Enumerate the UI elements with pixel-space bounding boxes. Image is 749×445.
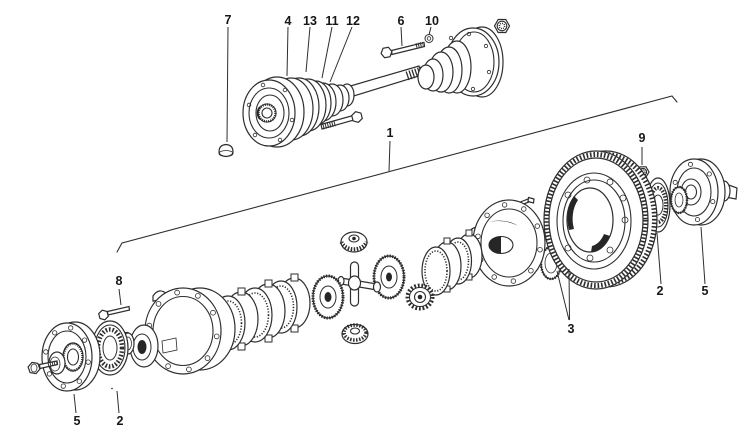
ring-gear (543, 150, 658, 290)
part-label-13: 13 (303, 14, 317, 28)
leader-11 (321, 26, 333, 79)
cv-bolt (380, 41, 426, 59)
part-label-2-right: 2 (657, 284, 664, 298)
leader-1 (388, 140, 391, 172)
differential-assembly (27, 150, 738, 392)
part-label-5-left: 5 (74, 414, 81, 428)
leader-5-left (73, 393, 77, 414)
leader-3a (556, 270, 570, 321)
side-gear-right (372, 254, 406, 300)
leader-10 (428, 26, 432, 36)
spider-cross (337, 261, 382, 307)
part-label-9: 9 (639, 131, 646, 145)
leader-13 (305, 26, 311, 73)
part-label-11: 11 (325, 14, 338, 28)
callouts: 7 4 13 11 12 6 10 1 9 8 5 2 3 2 5 (73, 13, 709, 428)
clutch-plates-left (210, 273, 311, 351)
splined-coupler (669, 185, 689, 215)
output-flange-left (41, 321, 101, 392)
leader-6 (400, 26, 403, 47)
clutch-plates-right (421, 229, 483, 296)
side-gear-left (311, 274, 345, 320)
assembly-reference-line (116, 95, 678, 253)
part-label-5-right: 5 (702, 284, 709, 298)
outer-cv-joint (417, 26, 504, 98)
part-label-3: 3 (568, 322, 575, 336)
leader-3b (568, 268, 570, 321)
part-label-1: 1 (387, 126, 394, 140)
flange-bolt (320, 111, 363, 130)
part-label-8: 8 (116, 274, 123, 288)
part-label-7: 7 (225, 13, 232, 27)
drive-flange-face (242, 79, 296, 147)
diff-case-left (129, 287, 236, 375)
bevel-pinion-bottom (341, 323, 369, 345)
bevel-pinion-top (339, 231, 369, 253)
part-label-10: 10 (425, 14, 439, 28)
leader-7 (226, 26, 229, 143)
dome-nut (218, 143, 234, 158)
case-bolt-8 (98, 305, 131, 321)
leader-2-left (116, 390, 120, 414)
leader-12 (329, 26, 353, 83)
bearing-left (91, 320, 135, 390)
leader-8 (118, 288, 122, 306)
part-label-12: 12 (346, 14, 360, 28)
axle-shaft-assembly (218, 18, 511, 158)
axle-shaft (343, 63, 433, 100)
part-label-2-left: 2 (117, 414, 124, 428)
lock-washer (424, 34, 434, 43)
part-label-6: 6 (398, 14, 405, 28)
leader-5-right (700, 226, 706, 285)
leader-4 (286, 26, 289, 77)
hex-nut (493, 18, 511, 34)
spur-pinion (405, 283, 435, 311)
flange-bolt-left (27, 360, 59, 375)
part-label-4: 4 (285, 14, 292, 28)
leader-2-right (656, 232, 662, 285)
